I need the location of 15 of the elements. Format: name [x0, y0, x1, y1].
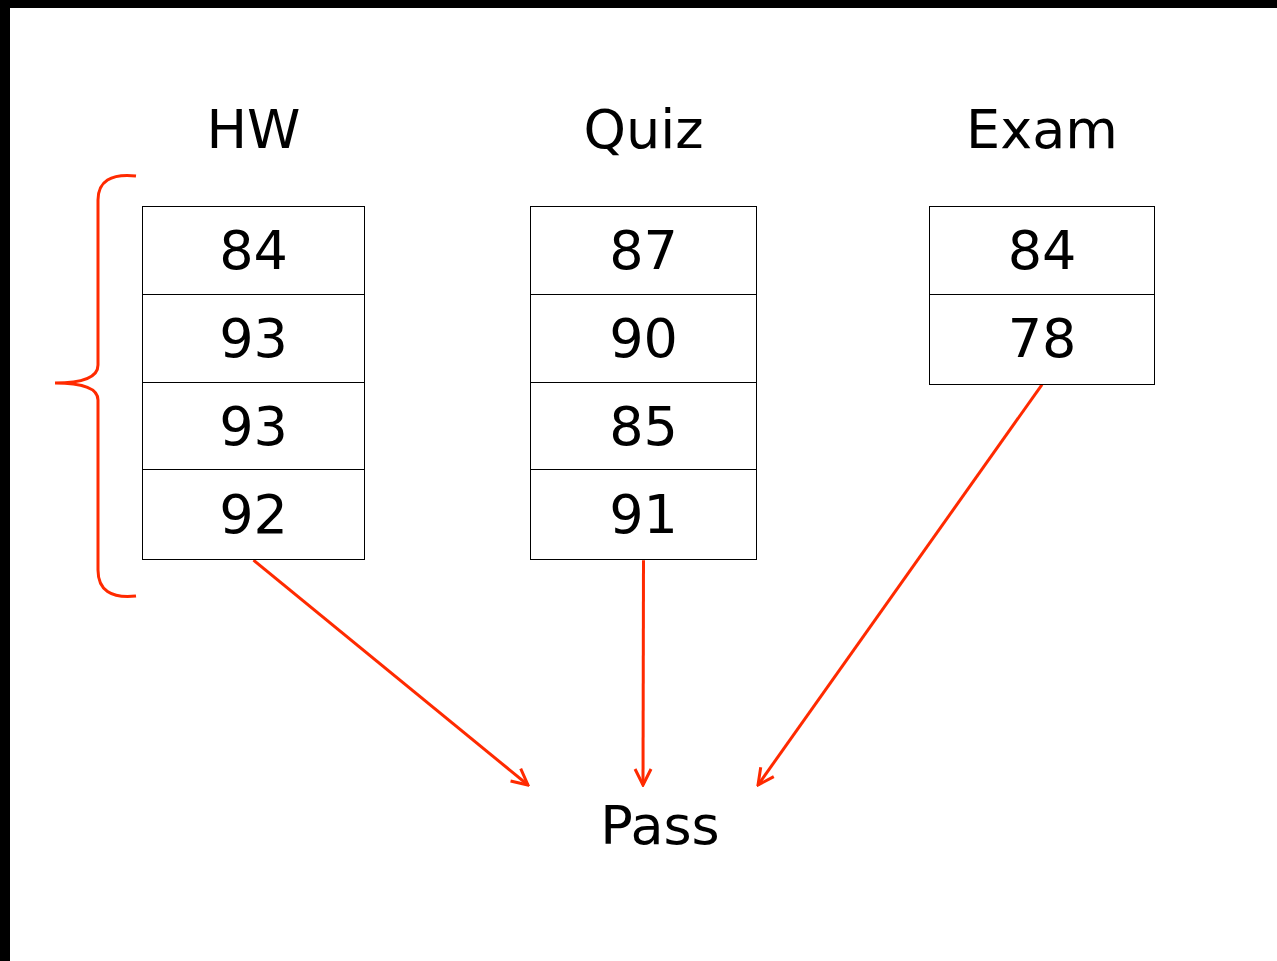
- table-cell: 92: [142, 469, 365, 561]
- table-cell: 93: [142, 293, 365, 385]
- arrow: [633, 560, 653, 787]
- table-cell: 78: [929, 293, 1155, 385]
- table-cell: 90: [530, 293, 757, 385]
- table-cell: 91: [530, 469, 757, 561]
- table-cell: 84: [142, 206, 365, 297]
- arrow: [756, 383, 1044, 787]
- arrow: [252, 559, 530, 787]
- table-cell: 84: [929, 206, 1155, 297]
- column-heading: HW: [205, 98, 302, 162]
- result-label: Pass: [520, 785, 800, 857]
- column-heading: Exam: [965, 98, 1119, 162]
- column-heading: Quiz: [582, 98, 705, 162]
- table-cell: 87: [530, 206, 757, 297]
